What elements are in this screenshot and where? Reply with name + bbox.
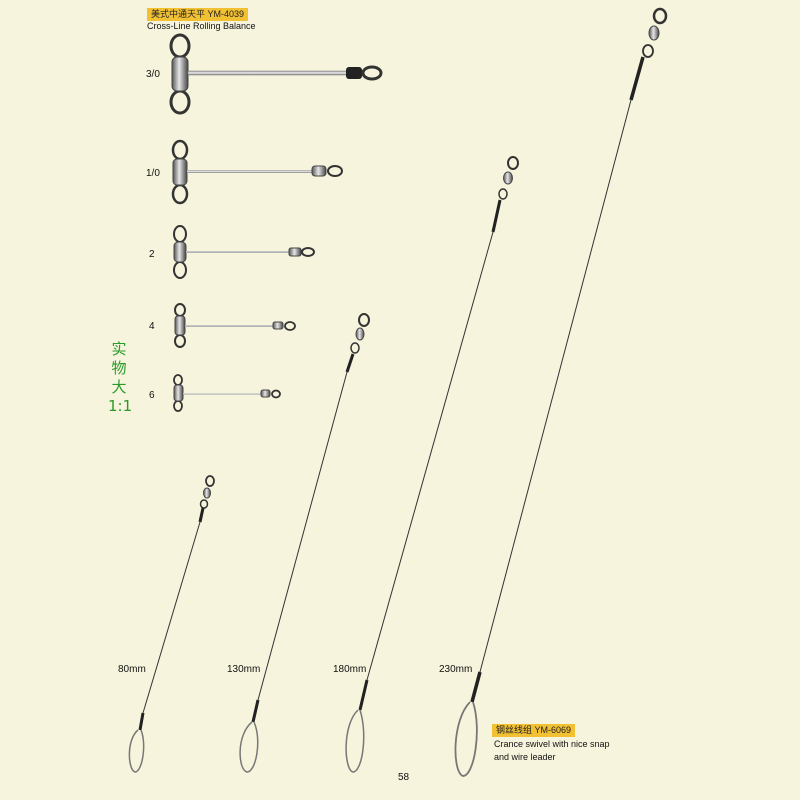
size-label-3-0: 3/0 <box>146 69 160 80</box>
rolling-balance-6 <box>173 374 281 412</box>
wire-leader-180mm <box>345 156 519 773</box>
product-title-rolling-balance: Cross-Line Rolling Balance <box>147 21 256 31</box>
length-label-80mm: 80mm <box>118 664 146 675</box>
length-label-180mm: 180mm <box>333 664 367 675</box>
wire-leader-80mm <box>128 475 215 773</box>
size-label-1-0: 1/0 <box>146 168 160 179</box>
wire-leader-230mm <box>454 7 668 777</box>
actual-size-note: 实物大1:1 <box>108 340 133 415</box>
page-number: 58 <box>398 772 410 783</box>
rolling-balance-1-0 <box>171 139 343 205</box>
size-label-2: 2 <box>149 249 155 260</box>
product-description-line-1: Crance swivel with nice snap <box>494 739 610 749</box>
length-label-130mm: 130mm <box>227 664 261 675</box>
product-code-label-ym6069: 钢丝线组 YM-6069 <box>492 724 576 737</box>
size-label-4: 4 <box>149 321 155 332</box>
length-label-230mm: 230mm <box>439 664 473 675</box>
product-code-label-ym4039: 美式中通天平 YM-4039 <box>147 8 249 21</box>
rolling-balance-2 <box>173 225 315 279</box>
size-label-6: 6 <box>149 390 155 401</box>
wire-leader-130mm <box>239 313 370 773</box>
rolling-balance-4 <box>174 303 296 348</box>
product-description-line-2: and wire leader <box>494 752 556 762</box>
rolling-balance-3-0 <box>169 33 383 115</box>
